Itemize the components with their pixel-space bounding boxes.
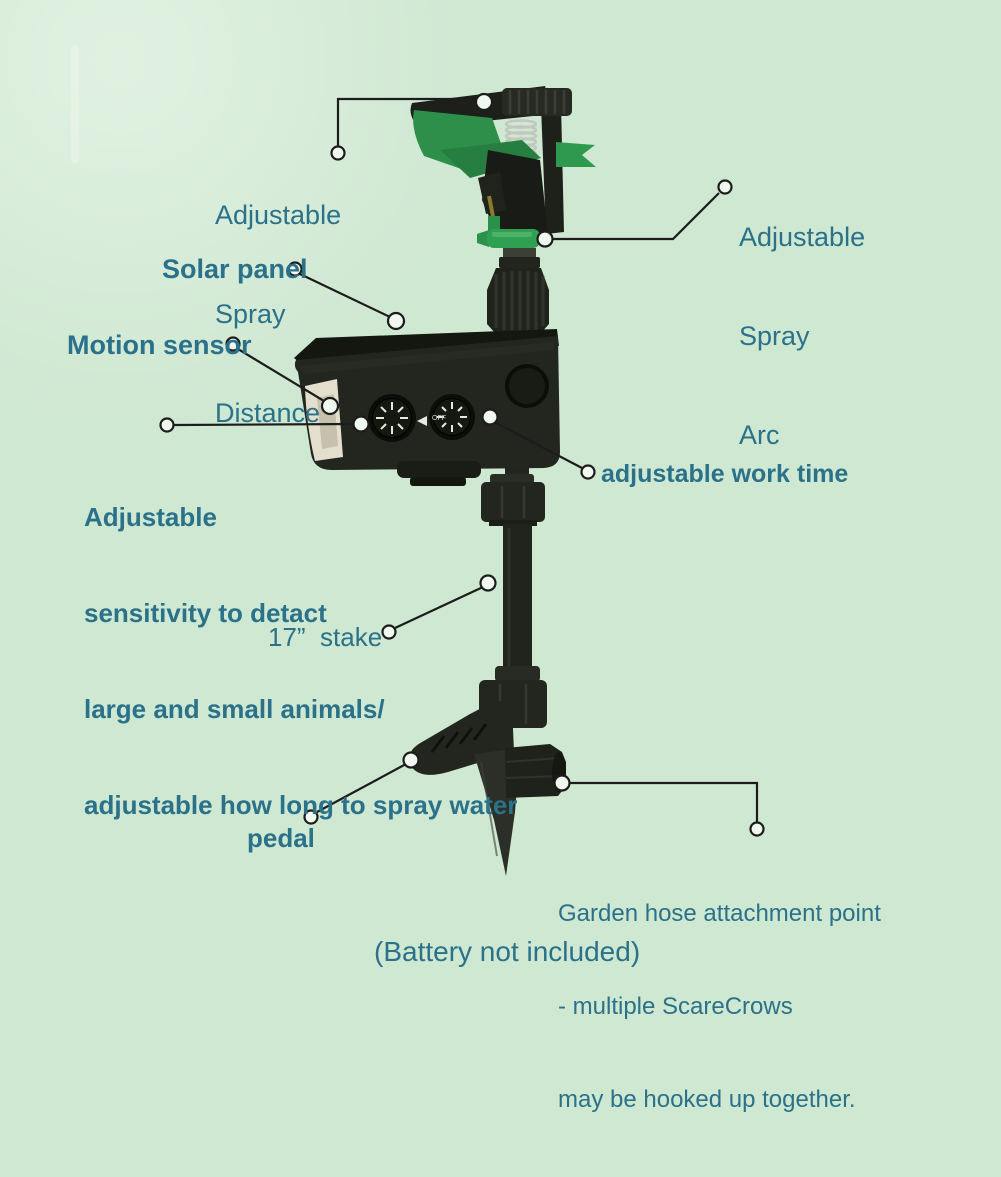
spray-arc-collar [477,216,540,248]
label-sensitivity-line2: sensitivity to detact [84,598,327,628]
label-stake: 17” stake [268,622,383,652]
callout-pedal [303,751,420,825]
label-solar-panel: Solar panel [162,254,308,284]
device-illustration: OFF [159,86,765,876]
label-spray-distance-line2: Spray [215,299,286,329]
callout-spray-arc [536,179,733,248]
label-sensitivity-line1: Adjustable [84,502,217,532]
label-spray-arc-line3: Arc [739,420,780,450]
label-spray-distance: Adjustable Spray Distance [215,133,341,496]
label-spray-arc: Adjustable Spray Arc [739,155,865,518]
label-pedal: pedal [247,823,315,853]
label-sensitivity-line3: large and small animals/ [84,694,385,724]
sprinkler-head [410,86,596,238]
label-hose-line2: - multiple ScareCrows [558,993,793,1020]
label-spray-arc-line2: Spray [739,321,810,351]
stake-coupler-upper [481,482,545,522]
callout-solar-panel [287,261,406,331]
label-motion-sensor: Motion sensor [67,330,252,360]
label-spray-arc-line1: Adjustable [739,222,866,252]
label-sensitivity-line4: adjustable how long to spray water [84,790,518,820]
work-time-dial[interactable]: OFF [429,394,475,440]
label-spray-distance-line3: Distance [215,398,321,428]
callout-spray-distance [330,92,494,161]
callout-motion-sensor [225,336,340,416]
label-hose-line1: Garden hose attachment point [558,900,881,927]
device-body: OFF [294,329,560,486]
label-sensitivity: Adjustable sensitivity to detact large a… [84,437,517,885]
svg-text:OFF: OFF [432,415,446,422]
side-cap [505,364,549,408]
callout-annotations [159,92,765,837]
hose-connector-stack [487,248,549,347]
label-battery-note: (Battery not included) [374,936,641,967]
callout-stake [381,574,497,640]
callout-hose [553,774,765,837]
product-diagram: OFF [0,0,1001,1113]
sensitivity-dial[interactable] [368,394,416,442]
photo-artifact-streak [71,45,79,163]
label-hose-line3: may be hooked up together. [558,1086,856,1113]
callout-sensitivity [159,415,370,433]
fishtail-vane [556,142,596,167]
label-spray-distance-line1: Adjustable [215,200,342,230]
label-hose: Garden hose attachment point - multiple … [558,836,881,1177]
label-work-time: adjustable work time [601,460,849,488]
callout-work-time [481,408,596,480]
